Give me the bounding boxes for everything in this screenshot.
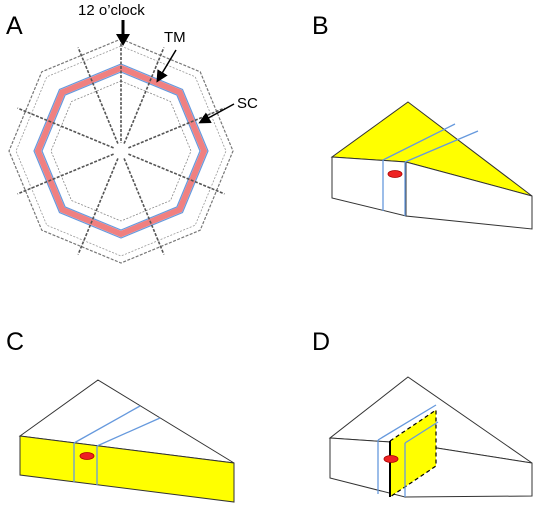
schlemm-canal-inner: [41, 71, 201, 231]
panel-a-letter: A: [6, 12, 23, 40]
canal-line: [382, 123, 456, 161]
radial-cut-line: [17, 153, 114, 195]
canal-line: [377, 404, 437, 441]
schlemm-canal-outer: [33, 63, 209, 239]
tm-arrow: [156, 49, 177, 83]
panel-a: A 12 o’clock TM SC: [6, 2, 258, 264]
schlemm-marker: [387, 170, 403, 178]
trabecular-meshwork-ring: [34, 64, 208, 238]
panel-b-letter: B: [312, 12, 329, 40]
canal-line: [96, 417, 161, 447]
wedge-front-face: [331, 156, 407, 217]
octagon-diagram: [8, 38, 234, 264]
radial-cut-line: [123, 47, 165, 144]
panel-c: C: [6, 328, 235, 503]
canal-line: [404, 421, 439, 444]
sc-label: SC: [237, 95, 258, 112]
schlemm-marker: [79, 452, 95, 460]
panel-d-letter: D: [312, 328, 330, 356]
radial-cut-line: [77, 158, 119, 255]
panel-c-letter: C: [6, 328, 24, 356]
panel-d: D: [312, 328, 533, 499]
radial-cut-line: [17, 107, 114, 149]
sc-arrow: [198, 103, 235, 124]
tm-label: TM: [164, 29, 186, 46]
outer-ring-inner-edge: [15, 45, 227, 257]
clock-arrowhead: [116, 34, 130, 46]
canal-line: [73, 405, 141, 444]
radial-cut-line: [128, 153, 225, 195]
radial-cut-line: [123, 158, 165, 255]
radial-cut-line: [77, 47, 119, 144]
clock-label: 12 o’clock: [78, 2, 145, 19]
wedge-side-face: [405, 161, 533, 230]
schlemm-marker: [383, 455, 399, 463]
canal-line: [404, 130, 479, 163]
inner-ring: [50, 80, 192, 222]
panel-b: B: [312, 12, 533, 230]
